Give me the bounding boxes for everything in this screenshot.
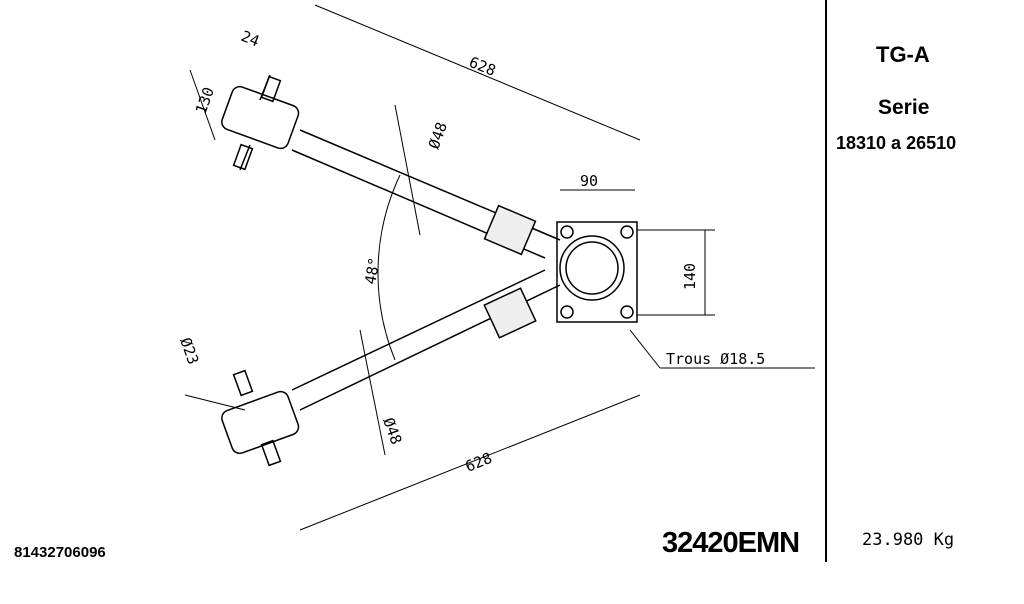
dim-flange-height: 140 [681,263,699,290]
dim-top-arm-diameter: Ø48 [425,120,451,152]
dimension-lines [184,4,815,531]
serie-label: Serie [878,96,930,119]
part-code: 32420EMN [662,527,800,559]
dim-flange-width: 90 [580,172,598,190]
dim-bottom-pin-diameter: Ø23 [176,335,202,367]
reference-number: 81432706096 [14,544,106,561]
model-name: TG-A [876,42,930,67]
upper-arm [221,74,561,259]
dim-top-arm-length: 628 [467,53,499,80]
serie-range: 18310 a 26510 [836,133,957,153]
dim-bottom-arm-length: 628 [463,449,495,476]
hub-flange [556,221,638,323]
dim-angle: 48° [361,256,383,286]
lower-arm [221,269,561,467]
part-weight: 23.980 Kg [862,530,955,550]
dim-top-pin-width: 24 [239,27,262,50]
dim-top-bush-width: 130 [192,85,218,117]
dim-holes: Trous Ø18.5 [666,350,765,368]
dim-bottom-arm-diameter: Ø48 [379,415,405,447]
